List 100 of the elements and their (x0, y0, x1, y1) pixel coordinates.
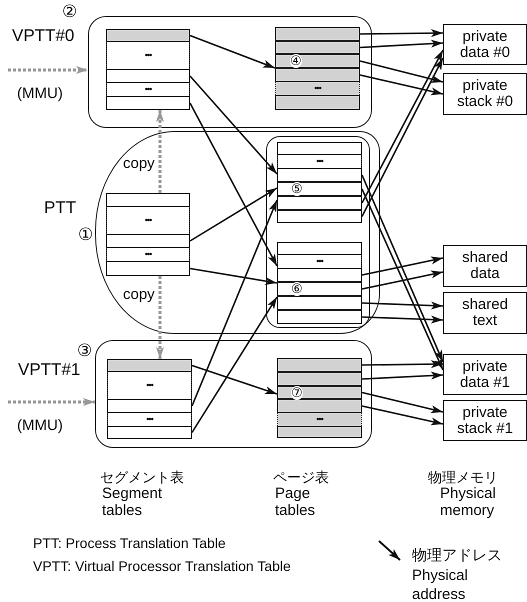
table (277, 242, 362, 324)
table-row (275, 82, 360, 95)
table-row (106, 29, 190, 42)
arrow (362, 256, 444, 276)
arrow (190, 268, 278, 285)
arrow (8, 398, 95, 406)
table-row (106, 207, 190, 234)
memory-box (443, 354, 527, 395)
table (275, 27, 360, 110)
ellipsis-mark: ••• (316, 257, 323, 266)
table-row (277, 296, 362, 310)
ellipsis-mark: ••• (314, 84, 321, 93)
arrow (362, 302, 444, 310)
text-label: Segment tables (102, 486, 164, 519)
circled-number: ④ (290, 54, 302, 68)
table-row (275, 95, 360, 110)
table-row (275, 41, 360, 54)
ellipsis-mark: ••• (146, 381, 153, 390)
memory-label: private data #1 (458, 358, 512, 390)
circled-number: ⑤ (291, 182, 303, 196)
table-row (106, 83, 190, 96)
arrow (156, 110, 164, 193)
table-row (277, 155, 362, 168)
arrow (189, 102, 278, 266)
legend-label: 物理アドレス Physical address (412, 546, 503, 602)
group-outline (266, 136, 370, 328)
memory-label: shared text (461, 297, 509, 329)
table-row (106, 42, 190, 69)
arrow (362, 372, 444, 380)
group-label: VPTT#0 (12, 27, 74, 46)
table-row (106, 234, 190, 248)
group-label: VPTT#1 (18, 361, 80, 380)
text-label: VPTT: Virtual Processor Translation Table (33, 559, 291, 574)
memory-label: private data #0 (458, 28, 512, 60)
table-row (277, 168, 362, 182)
circled-number: ⑥ (291, 282, 303, 296)
text-label: ページ表 (273, 470, 329, 486)
ellipsis-mark: ••• (144, 250, 152, 259)
table-row (277, 182, 362, 196)
arrow (360, 29, 444, 38)
table-row (277, 255, 362, 268)
arrow (190, 34, 276, 69)
table-row (277, 413, 362, 426)
arrow (362, 360, 444, 368)
table-row (277, 399, 362, 413)
memory-label: private stack #1 (456, 404, 514, 436)
arrow (360, 40, 444, 48)
arrow (362, 316, 444, 324)
table (277, 358, 362, 438)
arrow (191, 200, 278, 406)
arrow (360, 60, 444, 83)
table-row (107, 413, 192, 426)
arrow (8, 66, 88, 74)
group-label: PTT (44, 199, 76, 218)
table-row (107, 359, 192, 372)
arrow (360, 74, 444, 96)
arrow (362, 392, 444, 414)
table (277, 142, 362, 223)
table (107, 359, 192, 439)
ellipsis-mark: ••• (144, 85, 152, 94)
text-label: PTT: Process Translation Table (33, 536, 226, 552)
memory-box (443, 24, 527, 65)
arrow (190, 187, 278, 242)
table-row (275, 27, 360, 41)
table-row (277, 426, 362, 438)
table-row (277, 386, 362, 399)
arrow (191, 296, 278, 433)
memory-box (443, 400, 527, 441)
memory-label: private stack #0 (456, 78, 514, 110)
ellipsis-mark: ••• (144, 51, 152, 60)
text-label: セグメント表 (100, 470, 184, 486)
table-row (277, 196, 362, 210)
edge-label: copy (123, 156, 155, 172)
memory-box (443, 73, 527, 115)
table (106, 193, 190, 276)
table-row (277, 268, 362, 282)
ellipsis-mark: ••• (316, 415, 323, 424)
arrow (156, 276, 164, 359)
text-label: Page tables (275, 486, 316, 519)
ellipsis-mark: ••• (316, 157, 323, 166)
table-row (106, 248, 190, 261)
edge-label: (MMU) (17, 418, 63, 434)
table-row (106, 69, 190, 83)
edge-label: (MMU) (17, 86, 63, 102)
text-label: Physical memory (440, 486, 497, 519)
memory-label: shared data (461, 250, 509, 282)
arrow (189, 75, 278, 175)
text-label: 物理メモリ (428, 470, 498, 486)
table-row (277, 282, 362, 296)
circled-number: ⑦ (291, 386, 303, 400)
table-row (275, 54, 360, 68)
arrow (362, 270, 444, 290)
table-row (277, 358, 362, 372)
ellipsis-mark: ••• (144, 216, 152, 225)
table-row (107, 372, 192, 399)
table-row (107, 399, 192, 413)
table-row (277, 372, 362, 386)
memory-box (443, 292, 527, 334)
arrow (362, 405, 444, 426)
memory-box (443, 245, 527, 287)
